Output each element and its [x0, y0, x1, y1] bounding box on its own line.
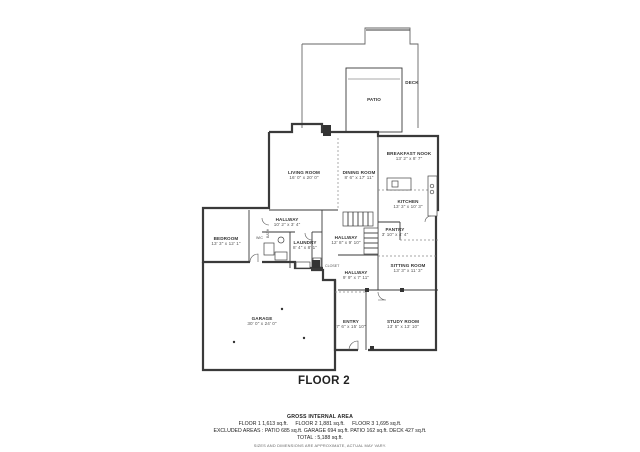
room-dimensions: 13' 3" x 10' 3"	[393, 204, 423, 210]
staircase-upper	[342, 211, 374, 227]
room-label-kitchen: KITCHEN 13' 3" x 10' 3"	[393, 199, 422, 210]
garage-post	[280, 307, 284, 311]
room-name: DECK	[405, 80, 419, 85]
room-name: STUDY ROOM	[386, 319, 420, 324]
room-dimensions: 13' 5" x 13' 10"	[387, 324, 419, 330]
area-total: TOTAL : 5,188 sq.ft.	[296, 434, 344, 441]
room-label-hallway-upper: HALLWAY 10' 2" x 3' 4"	[274, 217, 301, 228]
room-label-dining-room: DINING ROOM 8' 6" x 17' 11"	[343, 170, 376, 181]
room-label-living-room: LIVING ROOM 16' 0" x 20' 0"	[288, 170, 320, 181]
interior-walls	[248, 136, 438, 350]
area-floor-1: FLOOR 1 1,613 sq.ft.	[238, 420, 288, 427]
room-dimensions: 13' 3" x 12' 1"	[211, 241, 241, 247]
kitchen-island	[386, 177, 412, 191]
room-name: KITCHEN	[397, 199, 419, 204]
room-dimensions: 9' 9" x 7' 11"	[342, 275, 370, 281]
room-dimensions: 16' 0" x 20' 0"	[289, 175, 319, 181]
room-dimensions: 3' 10" x 4' 4"	[381, 232, 409, 238]
deck-outline	[301, 27, 419, 128]
area-disclaimer: SIZES AND DIMENSIONS ARE APPROXIMATE, AC…	[253, 442, 387, 448]
area-heading: GROSS INTERNAL AREA	[286, 414, 354, 420]
room-name: HALLWAY	[344, 270, 368, 275]
room-label-study-room: STUDY ROOM 13' 5" x 13' 10"	[387, 319, 419, 330]
area-floor-3: FLOOR 3 1,695 sq.ft.	[352, 420, 402, 427]
area-summary: GROSS INTERNAL AREA FLOOR 1 1,613 sq.ft.…	[200, 414, 440, 450]
room-dimensions: 8' 6" x 17' 11"	[344, 175, 374, 181]
room-name: PATIO	[367, 97, 381, 102]
room-label-pantry: PANTRY 3' 10" x 4' 4"	[382, 227, 409, 238]
room-label-breakfast-nook: BREAKFAST NOOK 13' 2" x 8' 7"	[387, 151, 432, 162]
door-swings	[249, 215, 432, 351]
room-dimensions: 13' 2" x 8' 7"	[395, 156, 423, 162]
room-dimensions: 8' 4" x 8' 1"	[293, 245, 317, 251]
column	[400, 288, 404, 292]
column	[370, 346, 374, 350]
room-name: LIVING ROOM	[288, 170, 320, 175]
kitchen-counter	[427, 175, 438, 217]
area-floor-2: FLOOR 2 1,881 sq.ft.	[295, 420, 345, 427]
garage-post	[232, 340, 236, 344]
room-name: DINING ROOM	[342, 170, 376, 175]
room-name: PANTRY	[385, 227, 405, 232]
room-name: ENTRY	[343, 319, 359, 324]
room-name: BEDROOM	[213, 236, 239, 241]
exterior-walls	[201, 122, 440, 372]
room-label-patio: PATIO	[367, 97, 381, 102]
garage-step	[295, 261, 311, 269]
room-name: BREAKFAST NOOK	[386, 151, 432, 156]
room-dimensions: 12' 8" x 9' 10"	[331, 240, 361, 246]
area-excluded: EXCLUDED AREAS : PATIO 685 sq.ft. GARAGE…	[213, 427, 427, 434]
garage-post	[302, 336, 306, 340]
column	[365, 288, 369, 292]
chimney-block	[323, 125, 331, 136]
area-floors-row: FLOOR 1 1,613 sq.ft. FLOOR 2 1,881 sq.ft…	[200, 421, 440, 428]
room-label-garage: GARAGE 30' 0" x 24' 0"	[247, 316, 276, 327]
closet-label: CLOSET	[325, 264, 340, 268]
room-name: HALLWAY	[275, 217, 299, 222]
floor-title: FLOOR 2	[298, 375, 350, 387]
room-dimensions: 13' 3" x 11' 3"	[393, 268, 423, 274]
room-label-hallway-middle: HALLWAY 12' 8" x 9' 10"	[331, 235, 360, 246]
room-label-hallway-lower: HALLWAY 9' 9" x 7' 11"	[343, 270, 369, 281]
staircase-lower	[363, 227, 379, 255]
room-name: SITTING ROOM	[390, 263, 426, 268]
utility-block	[312, 260, 320, 268]
room-dimensions: 10' 2" x 3' 4"	[273, 222, 301, 228]
room-dimensions: 7' 6" x 15' 10"	[336, 324, 366, 330]
room-name: HALLWAY	[334, 235, 358, 240]
room-label-bedroom: BEDROOM 13' 3" x 12' 1"	[211, 236, 240, 247]
room-name: GARAGE	[251, 316, 273, 321]
bath-label: BATH	[266, 228, 270, 238]
room-label-entry: ENTRY 7' 6" x 15' 10"	[336, 319, 365, 330]
room-label-laundry: LAUNDRY 8' 4" x 8' 1"	[293, 240, 317, 251]
room-label-deck: DECK	[405, 80, 418, 85]
room-dimensions: 30' 0" x 24' 0"	[247, 321, 277, 327]
room-name: LAUNDRY	[293, 240, 317, 245]
wic-label: WIC	[256, 236, 263, 240]
room-label-sitting-room: SITTING ROOM 13' 3" x 11' 3"	[391, 263, 426, 274]
